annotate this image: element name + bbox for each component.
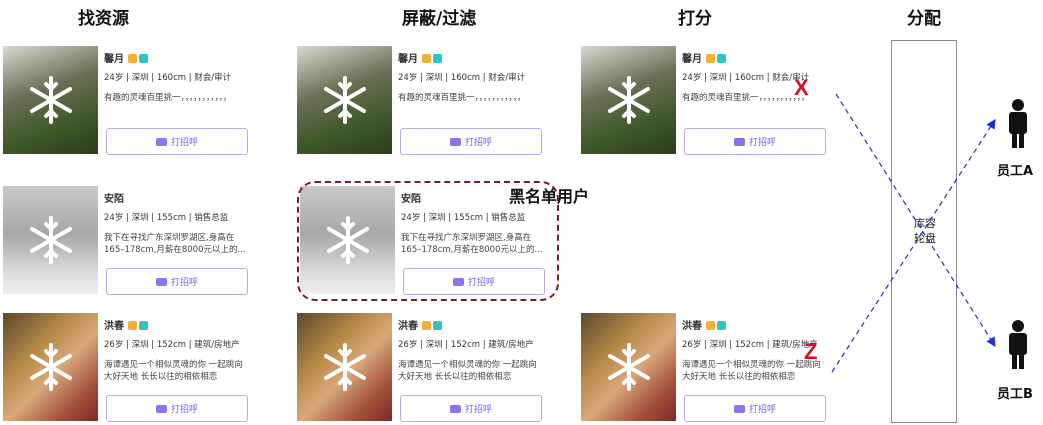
profile-desc: 有趣的灵魂百里挑一，，，，，，，，，，， xyxy=(398,93,526,103)
profile-desc: 有趣的灵魂百里挑一，，，，，，，，，，， xyxy=(682,93,810,103)
chat-icon xyxy=(449,404,461,413)
chat-icon xyxy=(733,404,745,413)
profile-name: 洪春 xyxy=(682,321,702,332)
profile-desc: 我下在寻找广东深圳罗湖区,身高在165–178cm,月薪在8000元以上的... xyxy=(401,233,543,255)
greet-button[interactable]: 打招呼 xyxy=(684,395,826,422)
avatar xyxy=(3,46,98,154)
profile-desc: 有趣的灵魂百里挑一，，，，，，，，，，， xyxy=(104,93,232,103)
vip-badge-icon xyxy=(706,321,715,330)
pool-label: 库容 轮盘 xyxy=(914,217,936,245)
avatar xyxy=(3,186,98,294)
score-mark-x: X xyxy=(794,75,809,100)
employee-b-icon xyxy=(1009,320,1027,369)
greet-button[interactable]: 打招呼 xyxy=(106,395,248,422)
blacklist-label: 黑名单用户 xyxy=(509,187,590,206)
vip-badge-icon xyxy=(422,321,431,330)
avatar xyxy=(300,186,395,294)
chat-icon xyxy=(155,277,167,286)
profile-meta: 26岁 | 深圳 | 152cm | 建筑/房地产 xyxy=(104,340,240,350)
snowflake-mask-icon xyxy=(326,216,369,264)
vip-badge-icon xyxy=(422,54,431,63)
employee-a-label: 员工A xyxy=(997,164,1034,179)
employee-a-icon xyxy=(1009,99,1027,148)
profile-meta: 26岁 | 深圳 | 152cm | 建筑/房地产 xyxy=(682,340,818,350)
verified-badge-icon xyxy=(433,321,442,330)
profile-card-anmo-find: 安陌 24岁 | 深圳 | 155cm | 销售总监 我下在寻找广东深圳罗湖区,… xyxy=(3,184,248,296)
profile-desc: 海谭遇见一个相似灵魂的你 一起跳向大好天地 长长以往的相依相恋 xyxy=(398,360,537,382)
profile-desc: 我下在寻找广东深圳罗湖区,身高在165–178cm,月薪在8000元以上的... xyxy=(104,233,246,255)
greet-button[interactable]: 打招呼 xyxy=(400,128,542,155)
profile-card-xinyue-filter: 馨月 24岁 | 深圳 | 160cm | 财会/审计 有趣的灵魂百里挑一，，，… xyxy=(297,44,542,156)
snowflake-mask-icon xyxy=(607,343,650,391)
chat-icon xyxy=(449,137,461,146)
profile-name: 馨月 xyxy=(682,54,702,65)
snowflake-mask-icon xyxy=(323,76,366,124)
header-score: 打分 xyxy=(678,9,712,29)
snowflake-mask-icon xyxy=(607,76,650,124)
avatar xyxy=(297,46,392,154)
verified-badge-icon xyxy=(139,54,148,63)
chat-icon xyxy=(733,137,745,146)
chat-icon xyxy=(155,404,167,413)
verified-badge-icon xyxy=(717,321,726,330)
header-filter: 屏蔽/过滤 xyxy=(402,9,477,29)
profile-desc: 海谭遇见一个相似灵魂的你 一起跳向大好天地 长长以往的相依相恋 xyxy=(682,360,821,382)
profile-meta: 24岁 | 深圳 | 155cm | 销售总监 xyxy=(104,213,229,223)
profile-name: 馨月 xyxy=(104,54,124,65)
profile-desc: 海谭遇见一个相似灵魂的你 一起跳向大好天地 长长以往的相依相恋 xyxy=(104,360,243,382)
avatar xyxy=(3,313,98,421)
profile-name: 洪春 xyxy=(104,321,124,332)
chat-icon xyxy=(155,137,167,146)
greet-button[interactable]: 打招呼 xyxy=(403,268,545,295)
snowflake-mask-icon xyxy=(29,343,72,391)
profile-card-hongchun-filter: 洪春 26岁 | 深圳 | 152cm | 建筑/房地产 海谭遇见一个相似灵魂的… xyxy=(297,311,542,423)
greet-button[interactable]: 打招呼 xyxy=(684,128,826,155)
profile-meta: 26岁 | 深圳 | 152cm | 建筑/房地产 xyxy=(398,340,534,350)
avatar xyxy=(297,313,392,421)
profile-name: 安陌 xyxy=(401,194,421,205)
greet-button[interactable]: 打招呼 xyxy=(106,268,248,295)
chat-icon xyxy=(452,277,464,286)
profile-name: 馨月 xyxy=(398,54,418,65)
profile-card-xinyue-find: 馨月 24岁 | 深圳 | 160cm | 财会/审计 有趣的灵魂百里挑一，，，… xyxy=(3,44,248,156)
employee-b-label: 员工B xyxy=(997,387,1033,402)
verified-badge-icon xyxy=(717,54,726,63)
snowflake-mask-icon xyxy=(29,216,72,264)
greet-button[interactable]: 打招呼 xyxy=(400,395,542,422)
profile-card-xinyue-score: 馨月 24岁 | 深圳 | 160cm | 财会/审计 有趣的灵魂百里挑一，，，… xyxy=(581,44,826,156)
profile-card-hongchun-score: 洪春 26岁 | 深圳 | 152cm | 建筑/房地产 海谭遇见一个相似灵魂的… xyxy=(581,311,826,423)
header-find: 找资源 xyxy=(78,9,129,29)
profile-name: 安陌 xyxy=(104,194,124,205)
score-mark-z: Z xyxy=(804,339,818,364)
profile-meta: 24岁 | 深圳 | 160cm | 财会/审计 xyxy=(104,73,232,83)
snowflake-mask-icon xyxy=(323,343,366,391)
header-assign: 分配 xyxy=(907,9,941,29)
vip-badge-icon xyxy=(128,321,137,330)
profile-card-hongchun-find: 洪春 26岁 | 深圳 | 152cm | 建筑/房地产 海谭遇见一个相似灵魂的… xyxy=(3,311,248,423)
profile-meta: 24岁 | 深圳 | 160cm | 财会/审计 xyxy=(682,73,810,83)
vip-badge-icon xyxy=(706,54,715,63)
vip-badge-icon xyxy=(128,54,137,63)
verified-badge-icon xyxy=(433,54,442,63)
profile-card-anmo-filter: 安陌 24岁 | 深圳 | 155cm | 销售总监 我下在寻找广东深圳罗湖区,… xyxy=(300,184,545,296)
profile-meta: 24岁 | 深圳 | 160cm | 财会/审计 xyxy=(398,73,526,83)
blacklist-dashed-outline xyxy=(297,181,559,301)
profile-meta: 24岁 | 深圳 | 155cm | 销售总监 xyxy=(401,213,526,223)
profile-name: 洪春 xyxy=(398,321,418,332)
greet-button[interactable]: 打招呼 xyxy=(106,128,248,155)
snowflake-mask-icon xyxy=(29,76,72,124)
verified-badge-icon xyxy=(139,321,148,330)
avatar xyxy=(581,313,676,421)
avatar xyxy=(581,46,676,154)
